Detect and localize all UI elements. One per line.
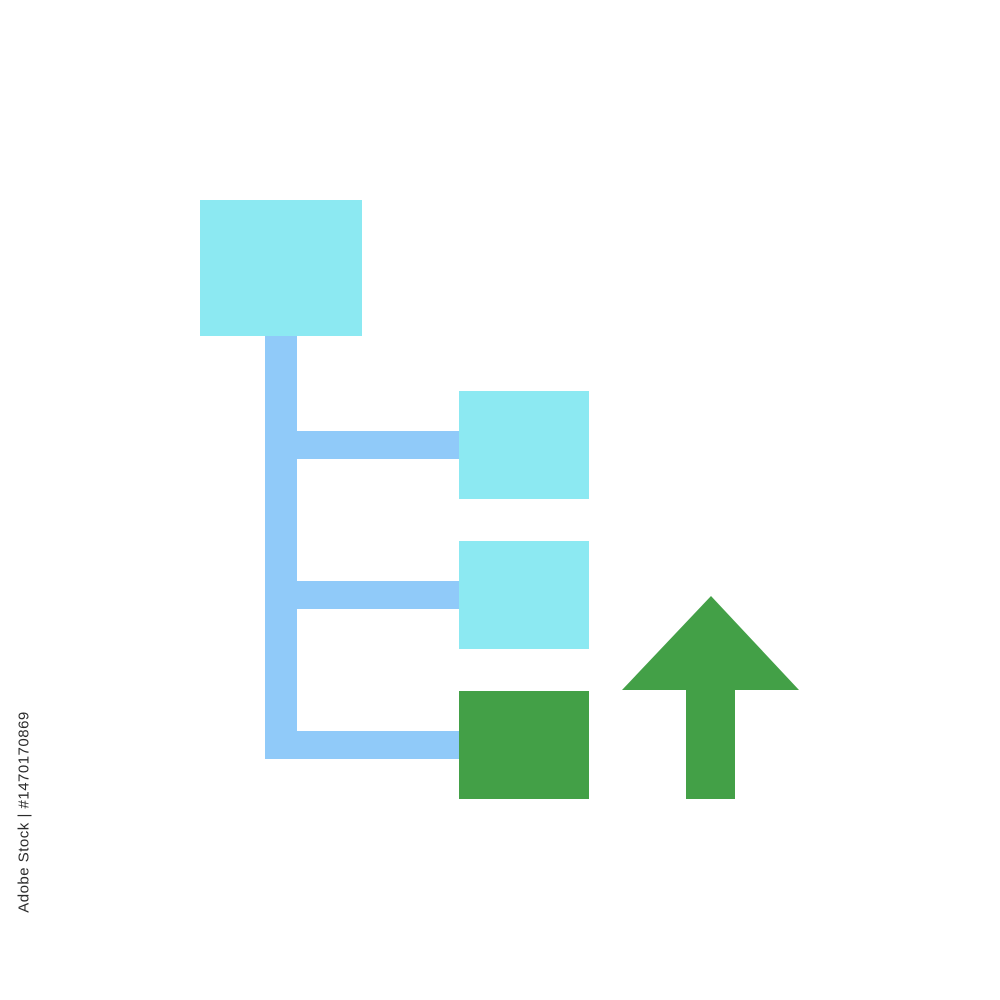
branch-connector-middle — [265, 581, 462, 609]
stock-id-text: Adobe Stock | #1470170869 — [15, 711, 33, 913]
child-node-1 — [459, 391, 589, 499]
tree-connectors — [265, 334, 462, 759]
up-arrow-icon — [622, 596, 799, 799]
vertical-connector-line — [265, 334, 297, 759]
child-node-highlighted — [459, 691, 589, 799]
branch-connector-top — [265, 431, 462, 459]
branch-connector-bottom — [265, 731, 462, 759]
root-node — [200, 200, 362, 336]
tree-nodes — [200, 200, 589, 799]
child-node-2 — [459, 541, 589, 649]
